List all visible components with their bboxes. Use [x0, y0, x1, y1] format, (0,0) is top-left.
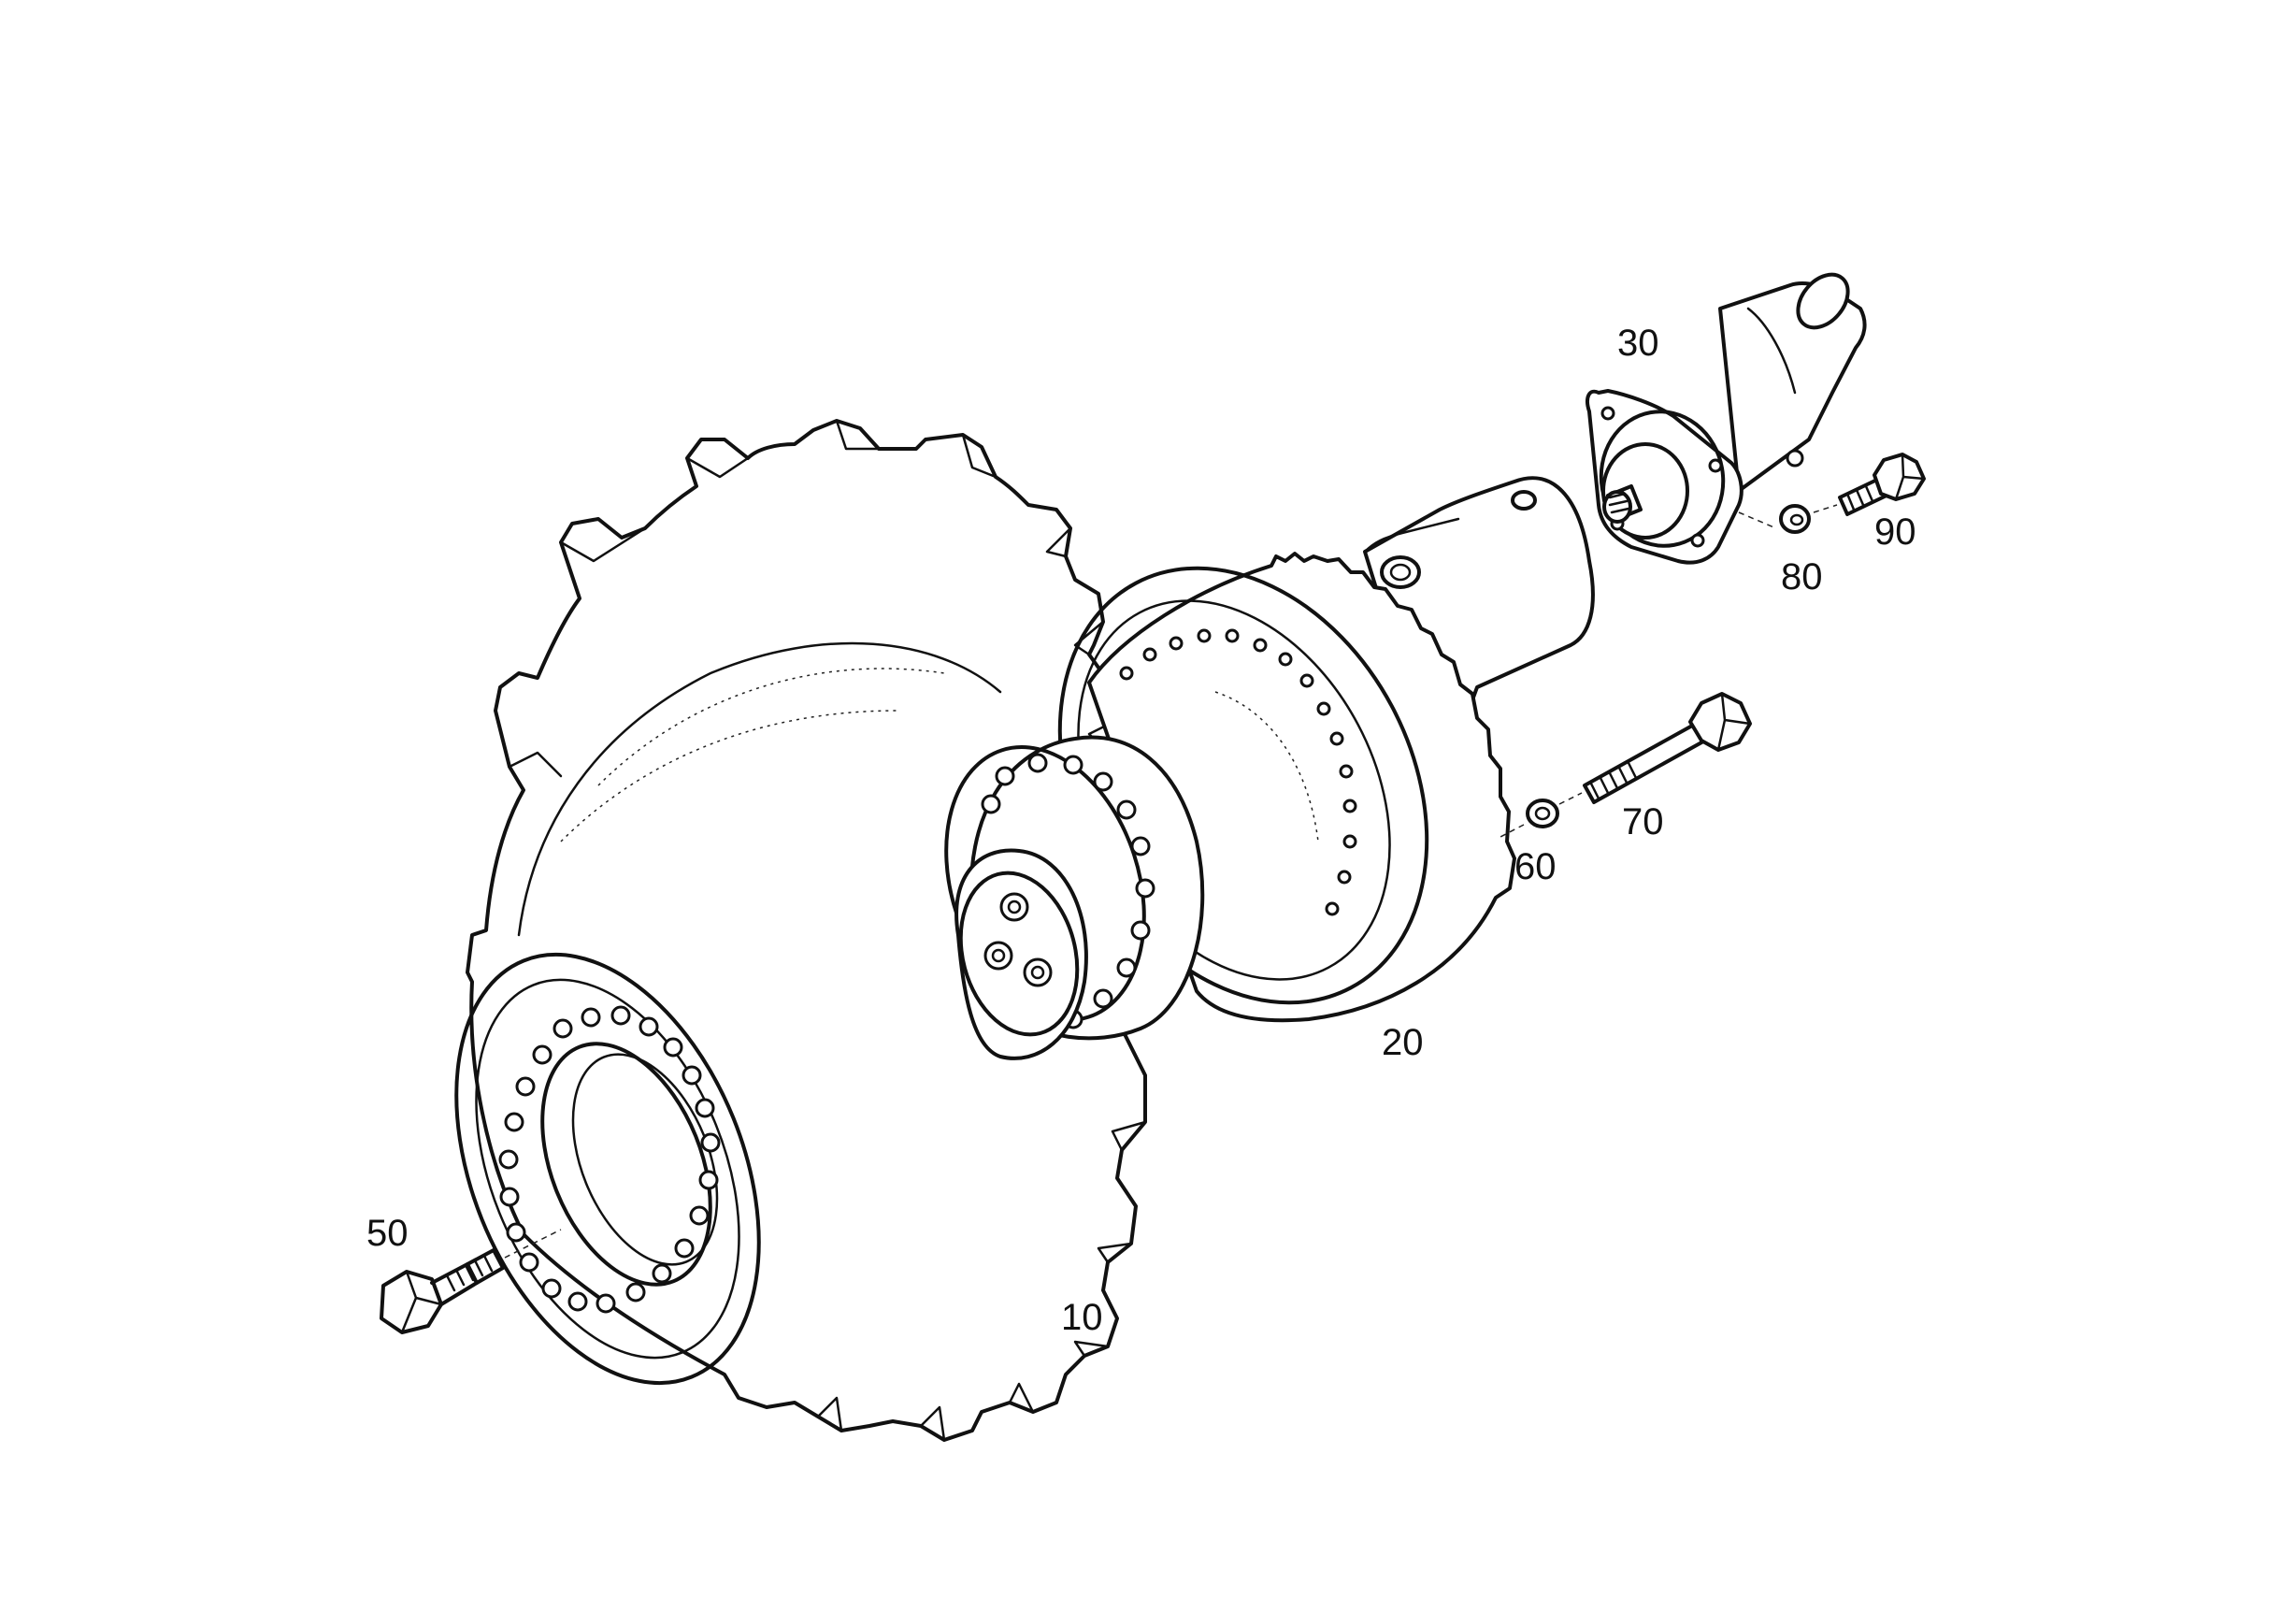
part-90-bolt[interactable]: [1838, 453, 1926, 516]
callout-30: 30: [1617, 323, 1659, 364]
drum-holes: [1119, 628, 1357, 916]
part-70-long-bolt[interactable]: [1558, 692, 1752, 805]
callout-80: 80: [1781, 556, 1823, 597]
callout-70: 70: [1622, 801, 1664, 842]
callout-50: 50: [366, 1213, 409, 1254]
part-30-motor-housing[interactable]: [1586, 265, 1867, 565]
part-60-nut[interactable]: [1500, 799, 1559, 838]
part-50-bolt[interactable]: [380, 1229, 562, 1334]
callout-20: 20: [1382, 1022, 1424, 1063]
callout-60: 60: [1514, 846, 1557, 887]
part-80-washer[interactable]: [1779, 504, 1838, 534]
part-20-gearbox[interactable]: [913, 476, 1595, 1067]
callout-10: 10: [1061, 1297, 1103, 1338]
callout-90: 90: [1874, 511, 1916, 553]
sprocket-bolt-holes: [498, 1005, 721, 1314]
